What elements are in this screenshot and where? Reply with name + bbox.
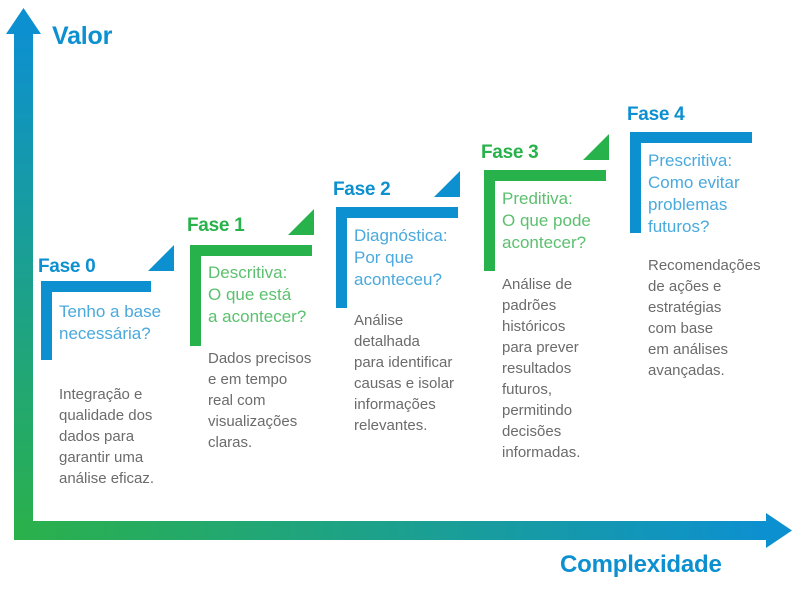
step-triangle-icon-fase-2	[434, 171, 460, 197]
y-axis-arrowhead	[6, 8, 41, 34]
y-axis-shaft	[14, 30, 33, 540]
phase-question-fase-0: Tenho a base necessária?	[59, 302, 162, 343]
phase-description-fase-1: Dados precisos e em tempo real com visua…	[208, 350, 312, 451]
phase-description-fase-3: Análise de padrões históricos para preve…	[502, 276, 581, 461]
phase-description-fase-4: Recomendações de ações e estratégias com…	[648, 257, 761, 379]
step-triangle-icon-fase-1	[288, 209, 314, 235]
phase-title-fase-4: Fase 4	[627, 104, 685, 125]
bracket-left-fase-4	[630, 132, 641, 233]
phase-question-fase-3: Preditiva: O que pode acontecer?	[502, 189, 591, 252]
step-triangle-icon-fase-0	[148, 245, 174, 271]
bracket-left-fase-3	[484, 170, 495, 271]
phase-title-fase-0: Fase 0	[38, 256, 96, 277]
phase-description-fase-0: Integração e qualidade dos dados para ga…	[59, 386, 155, 487]
phase-title-fase-2: Fase 2	[333, 179, 391, 200]
x-axis-shaft	[14, 521, 766, 540]
bracket-left-fase-1	[190, 245, 201, 346]
phase-title-fase-3: Fase 3	[481, 142, 539, 163]
bracket-left-fase-0	[41, 281, 52, 360]
bracket-top-fase-3	[484, 170, 606, 181]
bracket-left-fase-2	[336, 207, 347, 308]
step-triangle-icon-fase-3	[583, 134, 609, 160]
y-axis-label: Valor	[52, 22, 113, 50]
bracket-top-fase-2	[336, 207, 458, 218]
phase-question-fase-4: Prescritiva: Como evitar problemas futur…	[648, 151, 740, 236]
bracket-top-fase-1	[190, 245, 312, 256]
phase-description-fase-2: Análise detalhada para identificar causa…	[354, 312, 455, 434]
bracket-top-fase-4	[630, 132, 752, 143]
bracket-top-fase-0	[41, 281, 151, 292]
phase-question-fase-1: Descritiva: O que está a acontecer?	[208, 263, 307, 326]
phase-title-fase-1: Fase 1	[187, 215, 245, 236]
x-axis-arrowhead	[766, 513, 792, 548]
phase-question-fase-2: Diagnóstica: Por que aconteceu?	[354, 226, 448, 289]
x-axis-label: Complexidade	[560, 551, 722, 578]
